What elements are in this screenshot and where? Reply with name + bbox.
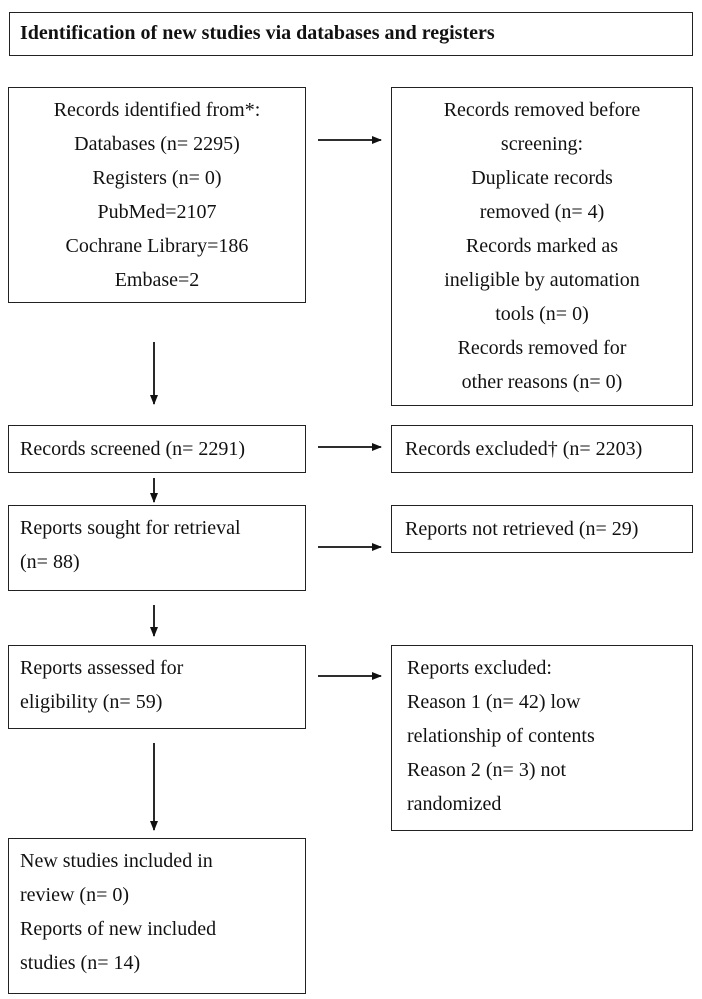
reports-excluded-line: Reports excluded: xyxy=(407,657,552,679)
records-removed-line: Duplicate records xyxy=(471,167,613,189)
reports-assessed-box: Reports assessed for eligibility (n= 59) xyxy=(8,645,306,729)
reports-assessed-line: eligibility (n= 59) xyxy=(20,691,163,713)
studies-included-box: New studies included in review (n= 0) Re… xyxy=(8,838,306,994)
records-excluded-line: Records excluded† (n= 2203) xyxy=(405,438,643,460)
records-screened-box: Records screened (n= 2291) xyxy=(8,425,306,473)
records-identified-line: Records identified from*: xyxy=(53,99,261,121)
records-removed-line: other reasons (n= 0) xyxy=(461,371,623,393)
reports-excluded-box: Reports excluded: Reason 1 (n= 42) low r… xyxy=(391,645,693,831)
reports-sought-line: (n= 88) xyxy=(20,551,80,573)
records-removed-box: Records removed before screening: Duplic… xyxy=(391,87,693,406)
studies-included-line: New studies included in xyxy=(20,850,213,872)
records-removed-line: Records removed for xyxy=(457,337,627,359)
diagram-title: Identification of new studies via databa… xyxy=(20,22,495,44)
records-removed-line: Records marked as xyxy=(465,235,619,257)
records-removed-line: removed (n= 4) xyxy=(479,201,605,223)
reports-excluded-line: Reason 2 (n= 3) not xyxy=(407,759,567,781)
reports-sought-line: Reports sought for retrieval xyxy=(20,517,241,539)
records-removed-line: ineligible by automation xyxy=(444,269,640,291)
reports-excluded-line: randomized xyxy=(407,793,502,815)
reports-assessed-line: Reports assessed for xyxy=(20,657,184,679)
records-excluded-box: Records excluded† (n= 2203) xyxy=(391,425,693,473)
studies-included-line: review (n= 0) xyxy=(20,884,130,906)
records-identified-line: Databases (n= 2295) xyxy=(74,133,240,155)
records-removed-line: screening: xyxy=(500,133,584,155)
reports-sought-box: Reports sought for retrieval (n= 88) xyxy=(8,505,306,591)
reports-excluded-line: relationship of contents xyxy=(407,725,595,747)
records-removed-line: Records removed before xyxy=(443,99,641,121)
records-screened-line: Records screened (n= 2291) xyxy=(20,438,246,460)
reports-excluded-line: Reason 1 (n= 42) low xyxy=(407,691,581,713)
records-identified-line: Registers (n= 0) xyxy=(92,167,222,189)
reports-not-retrieved-line: Reports not retrieved (n= 29) xyxy=(405,518,639,540)
records-removed-line: tools (n= 0) xyxy=(495,303,589,325)
records-identified-box: Records identified from*: Databases (n= … xyxy=(8,87,306,303)
diagram-title-box: Identification of new studies via databa… xyxy=(9,12,693,56)
records-identified-line: Cochrane Library=186 xyxy=(65,235,249,257)
studies-included-line: Reports of new included xyxy=(20,918,217,940)
records-identified-line: PubMed=2107 xyxy=(97,201,217,223)
studies-included-line: studies (n= 14) xyxy=(20,952,141,974)
reports-not-retrieved-box: Reports not retrieved (n= 29) xyxy=(391,505,693,553)
records-identified-line: Embase=2 xyxy=(114,269,200,291)
